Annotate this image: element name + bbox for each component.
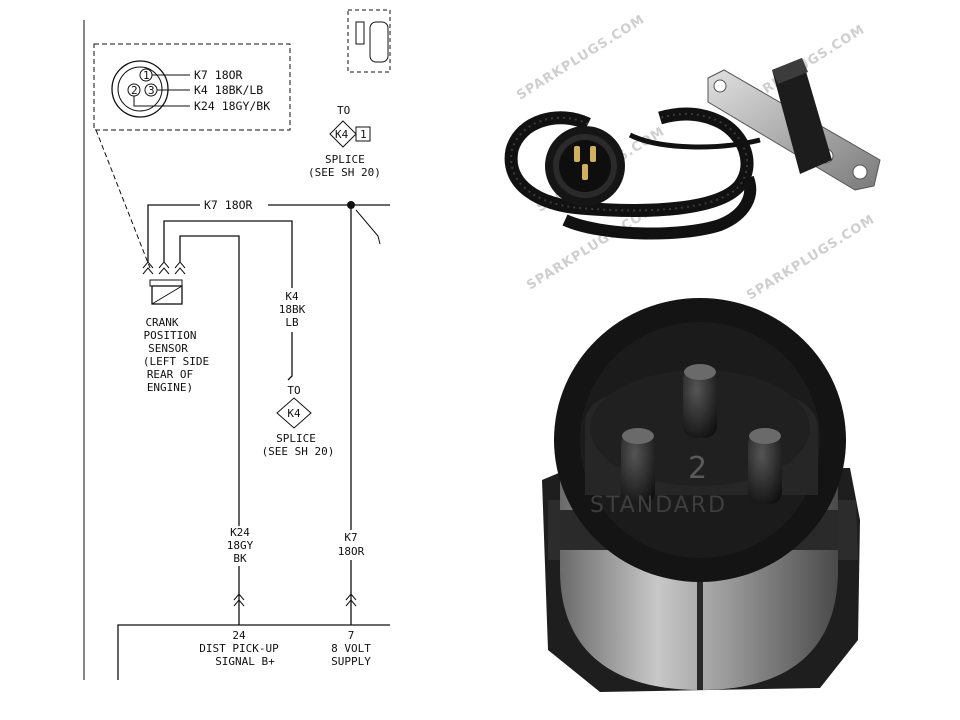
splice-diamond-icon [276, 397, 312, 429]
splice-circuit-label: K4 [335, 128, 349, 141]
splice-diamond-icon [329, 120, 357, 148]
splice-see-label: (SEE SH 20) [262, 445, 335, 458]
splice-pin-label: 1 [360, 128, 367, 141]
sensor-label-line: REAR OF [147, 368, 193, 381]
terminal-label-line: SIGNAL B+ [215, 655, 275, 668]
legend-wire-label: K7 18OR [194, 68, 243, 82]
sensor-label-line: (LEFT SIDE [143, 355, 209, 368]
sensor-label-line: CRANK [145, 316, 178, 329]
k4-branch-label: K4 [285, 290, 299, 303]
connector-pin-marking: 2 [688, 451, 707, 486]
wire-label-k7: K7 18OR [204, 198, 253, 212]
pin-leader-lines [133, 74, 190, 107]
sensor-label-line: POSITION [144, 329, 197, 342]
sensor-label-line: ENGINE) [147, 381, 193, 394]
splice-label: SPLICE [276, 432, 316, 445]
legend-wire-label: K24 18GY/BK [194, 99, 270, 113]
splice-circuit-label: K4 [287, 407, 301, 420]
brand-marking: STANDARD [590, 493, 727, 518]
pin-number: 3 [148, 84, 155, 97]
wire-branch-right [355, 209, 381, 245]
legend-wire-label: K4 18BK/LB [194, 83, 263, 97]
wire-k4-run [163, 220, 293, 288]
partial-connector-pin [355, 21, 365, 45]
terminal-label-line: SUPPLY [331, 655, 371, 668]
connector-closeup-photo: 2 STANDARD [542, 298, 860, 692]
splice-label: SPLICE [325, 153, 365, 166]
k4-branch-label: 18BK [279, 303, 306, 316]
label-gap [222, 526, 258, 566]
pin-number: 2 [131, 84, 138, 97]
splice-see-label: (SEE SH 20) [308, 166, 381, 179]
k7-wire-label: 18OR [338, 545, 365, 558]
watermark-text: SPARKPLUGS.COM [514, 12, 648, 103]
sensor-label-line: SENSOR [148, 342, 188, 355]
partial-connector-body [369, 21, 389, 63]
splice-pin-box [355, 126, 371, 142]
pin-number: 1 [143, 69, 150, 82]
terminal-chevron-icon [233, 593, 245, 607]
wire-k7-top [147, 204, 390, 262]
wire-k24-run [179, 235, 240, 625]
wiring-schematic: 1 2 3 K7 18OR K4 18BK/LB K24 18GY/BK TO … [83, 9, 391, 680]
connector-face-icon [111, 60, 169, 118]
splice-to-label: TO [287, 384, 300, 397]
terminal-chevron-icon [345, 593, 357, 607]
splice-to-label: TO [337, 104, 350, 117]
terminal-pin-number: 24 [232, 629, 246, 642]
terminal-label-line: DIST PICK-UP [199, 642, 279, 655]
partial-connector-frame [347, 9, 391, 73]
k4-branch-label: LB [285, 316, 299, 329]
k24-wire-label: 18GY [227, 539, 254, 552]
detail-leader-line [95, 129, 151, 269]
watermark-text: SPARKPLUGS.COM [744, 212, 878, 303]
terminal-label-line: 8 VOLT [331, 642, 371, 655]
crank-sensor-connector-icon [142, 261, 186, 305]
k24-wire-label: K24 [230, 526, 250, 539]
crank-sensor-photo [504, 58, 881, 240]
terminal-pin-number: 7 [348, 629, 355, 642]
module-box-outline [117, 624, 390, 680]
label-gap [334, 530, 370, 560]
wire-k4-lower [287, 332, 293, 381]
connector-detail-box [93, 43, 291, 131]
k7-wire-label: K7 [344, 531, 357, 544]
k24-wire-label: BK [233, 552, 247, 565]
